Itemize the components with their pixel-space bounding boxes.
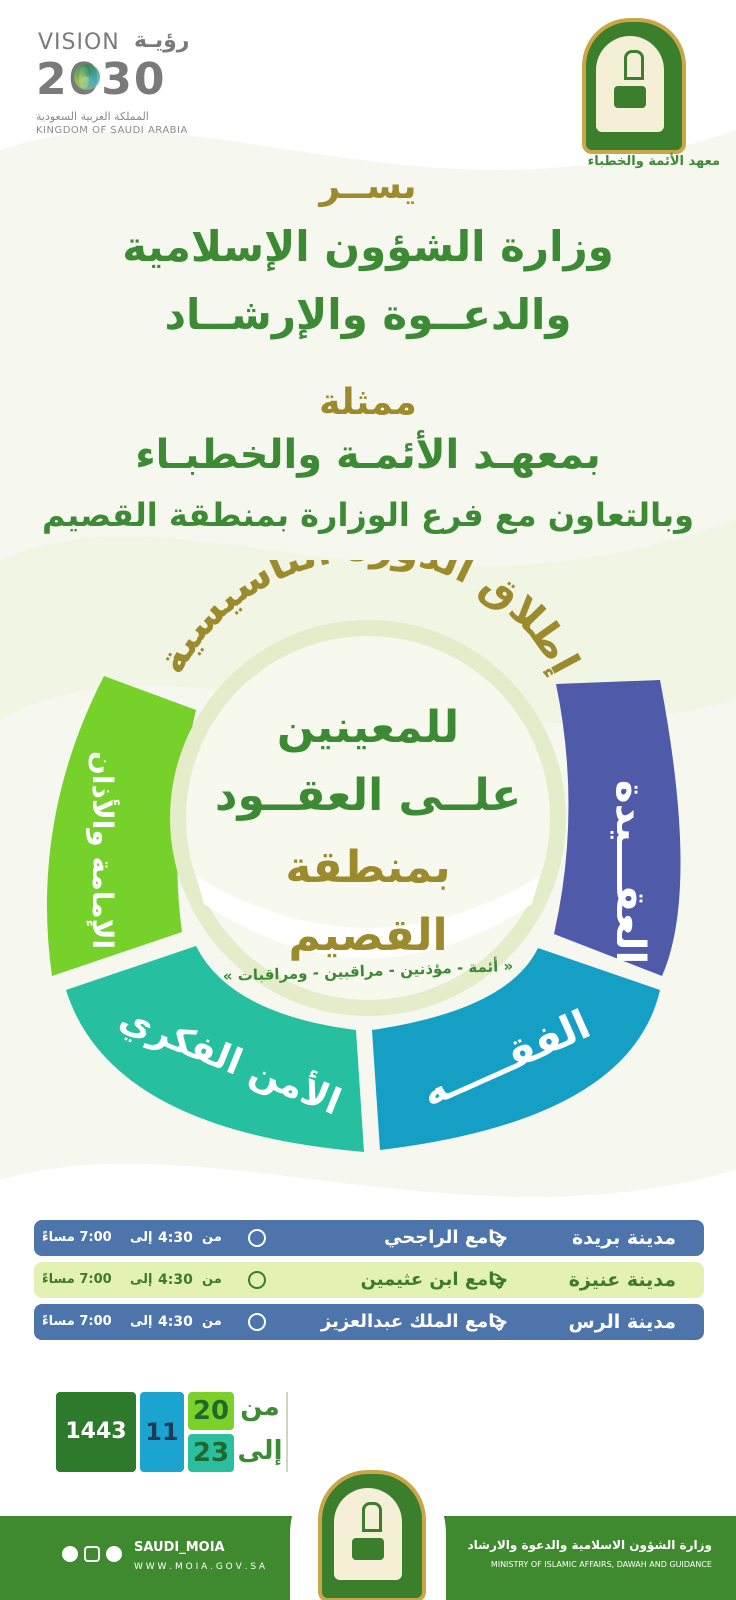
- institute-caption: معهد الأئمة والخطباء: [587, 154, 720, 169]
- schedule-from-time: 4:30: [158, 1230, 193, 1246]
- clock-icon: [248, 1271, 266, 1289]
- date-to-label: إلى: [237, 1436, 283, 1466]
- schedule-mosque: جامع ابن عثيمين: [360, 1269, 508, 1290]
- intro-line6: وبالتعاون مع فرع الوزارة بمنطقة القصيم: [42, 496, 694, 534]
- date-day-from: 20: [188, 1392, 234, 1430]
- instagram-icon[interactable]: [84, 1546, 100, 1562]
- vision-word-en: VISION: [38, 30, 120, 55]
- schedule-to-label: إلى: [130, 1314, 153, 1329]
- kingdom-en: KINGDOM OF SAUDI ARABIA: [36, 125, 188, 136]
- center-disc: [186, 636, 550, 1000]
- schedule-row: مدينة عنيزة جامع ابن عثيمين من 4:30 إلى …: [34, 1262, 704, 1298]
- intro-line5: بمعهـد الأئمـة والخطبـاء: [135, 432, 601, 478]
- schedule-to-label: إلى: [130, 1230, 153, 1245]
- institute-emblem-icon: [582, 18, 686, 154]
- schedule-city: مدينة بريدة: [571, 1227, 676, 1249]
- date-month: 11: [140, 1392, 184, 1472]
- kingdom-ar: المملكة العربية السعودية: [36, 110, 149, 123]
- vision-emblem-icon: [74, 64, 100, 90]
- schedule-from-label: من: [202, 1230, 222, 1245]
- center-line4: القصيم: [288, 910, 448, 961]
- date-year: 1443: [56, 1392, 136, 1472]
- center-line3: بمنطقة: [285, 842, 451, 893]
- schedule-row: مدينة بريدة جامع الراجحي من 4:30 إلى 7:0…: [34, 1220, 704, 1256]
- schedule-from-time: 4:30: [158, 1272, 193, 1288]
- schedule-to-time: 7:00 مساءً: [42, 1272, 112, 1287]
- footer-handle: SAUDI_MOIA: [134, 1540, 225, 1555]
- topic-label-aqeedah: العقـــيدة: [607, 779, 653, 965]
- footer-emblem-icon: [318, 1470, 426, 1600]
- twitter-icon[interactable]: [62, 1546, 78, 1562]
- schedule-row: مدينة الرس جامع الملك عبدالعزيز من 4:30 …: [34, 1304, 704, 1340]
- schedule-city: مدينة عنيزة: [568, 1269, 676, 1291]
- facebook-icon[interactable]: [106, 1546, 122, 1562]
- date-day-to: 23: [188, 1434, 234, 1472]
- schedule-mosque: جامع الملك عبدالعزيز: [320, 1311, 508, 1332]
- schedule-from-time: 4:30: [158, 1314, 193, 1330]
- topic-label-imamah: الإمامة والأذان: [86, 750, 119, 950]
- footer-ministry-en: MINISTRY OF ISLAMIC AFFAIRS, DAWAH AND G…: [490, 1560, 712, 1569]
- intro-line4: ممثلة: [319, 382, 417, 423]
- schedule-city: مدينة الرس: [568, 1311, 676, 1333]
- schedule-mosque: جامع الراجحي: [384, 1227, 508, 1248]
- clock-icon: [248, 1229, 266, 1247]
- topic-segment-aqeedah: [554, 680, 681, 976]
- date-from-label: من: [240, 1392, 280, 1422]
- date-divider: [286, 1392, 288, 1472]
- center-line1: للمعينين: [276, 702, 460, 753]
- footer-website[interactable]: W W W . M O I A . G O V . S A: [134, 1562, 266, 1572]
- schedule-from-label: من: [202, 1272, 222, 1287]
- schedule-to-time: 7:00 مساءً: [42, 1314, 112, 1329]
- topic-segment-fiqh: [372, 948, 660, 1150]
- intro-line3: والدعــوة والإرشــاد: [164, 290, 572, 339]
- topic-segment-fikri: [66, 946, 364, 1152]
- schedule-to-time: 7:00 مساءً: [42, 1230, 112, 1245]
- topic-segment-imamah: [46, 676, 197, 976]
- center-line2: علــى العقــود: [214, 770, 522, 821]
- vision-year: 2030: [36, 54, 167, 105]
- schedule-from-label: من: [202, 1314, 222, 1329]
- vision-word-ar: رؤيـة: [134, 28, 190, 53]
- vision-2030-logo: VISION رؤيـة 2030 المملكة العربية السعود…: [36, 28, 206, 138]
- clock-icon: [248, 1313, 266, 1331]
- schedule-to-label: إلى: [130, 1272, 153, 1287]
- intro-line1: يســر: [319, 166, 417, 207]
- intro-line2: وزارة الشؤون الإسلامية: [122, 222, 614, 271]
- footer-ministry-ar: وزارة الشؤون الاسلامية والدعوة والارشاد: [467, 1538, 713, 1552]
